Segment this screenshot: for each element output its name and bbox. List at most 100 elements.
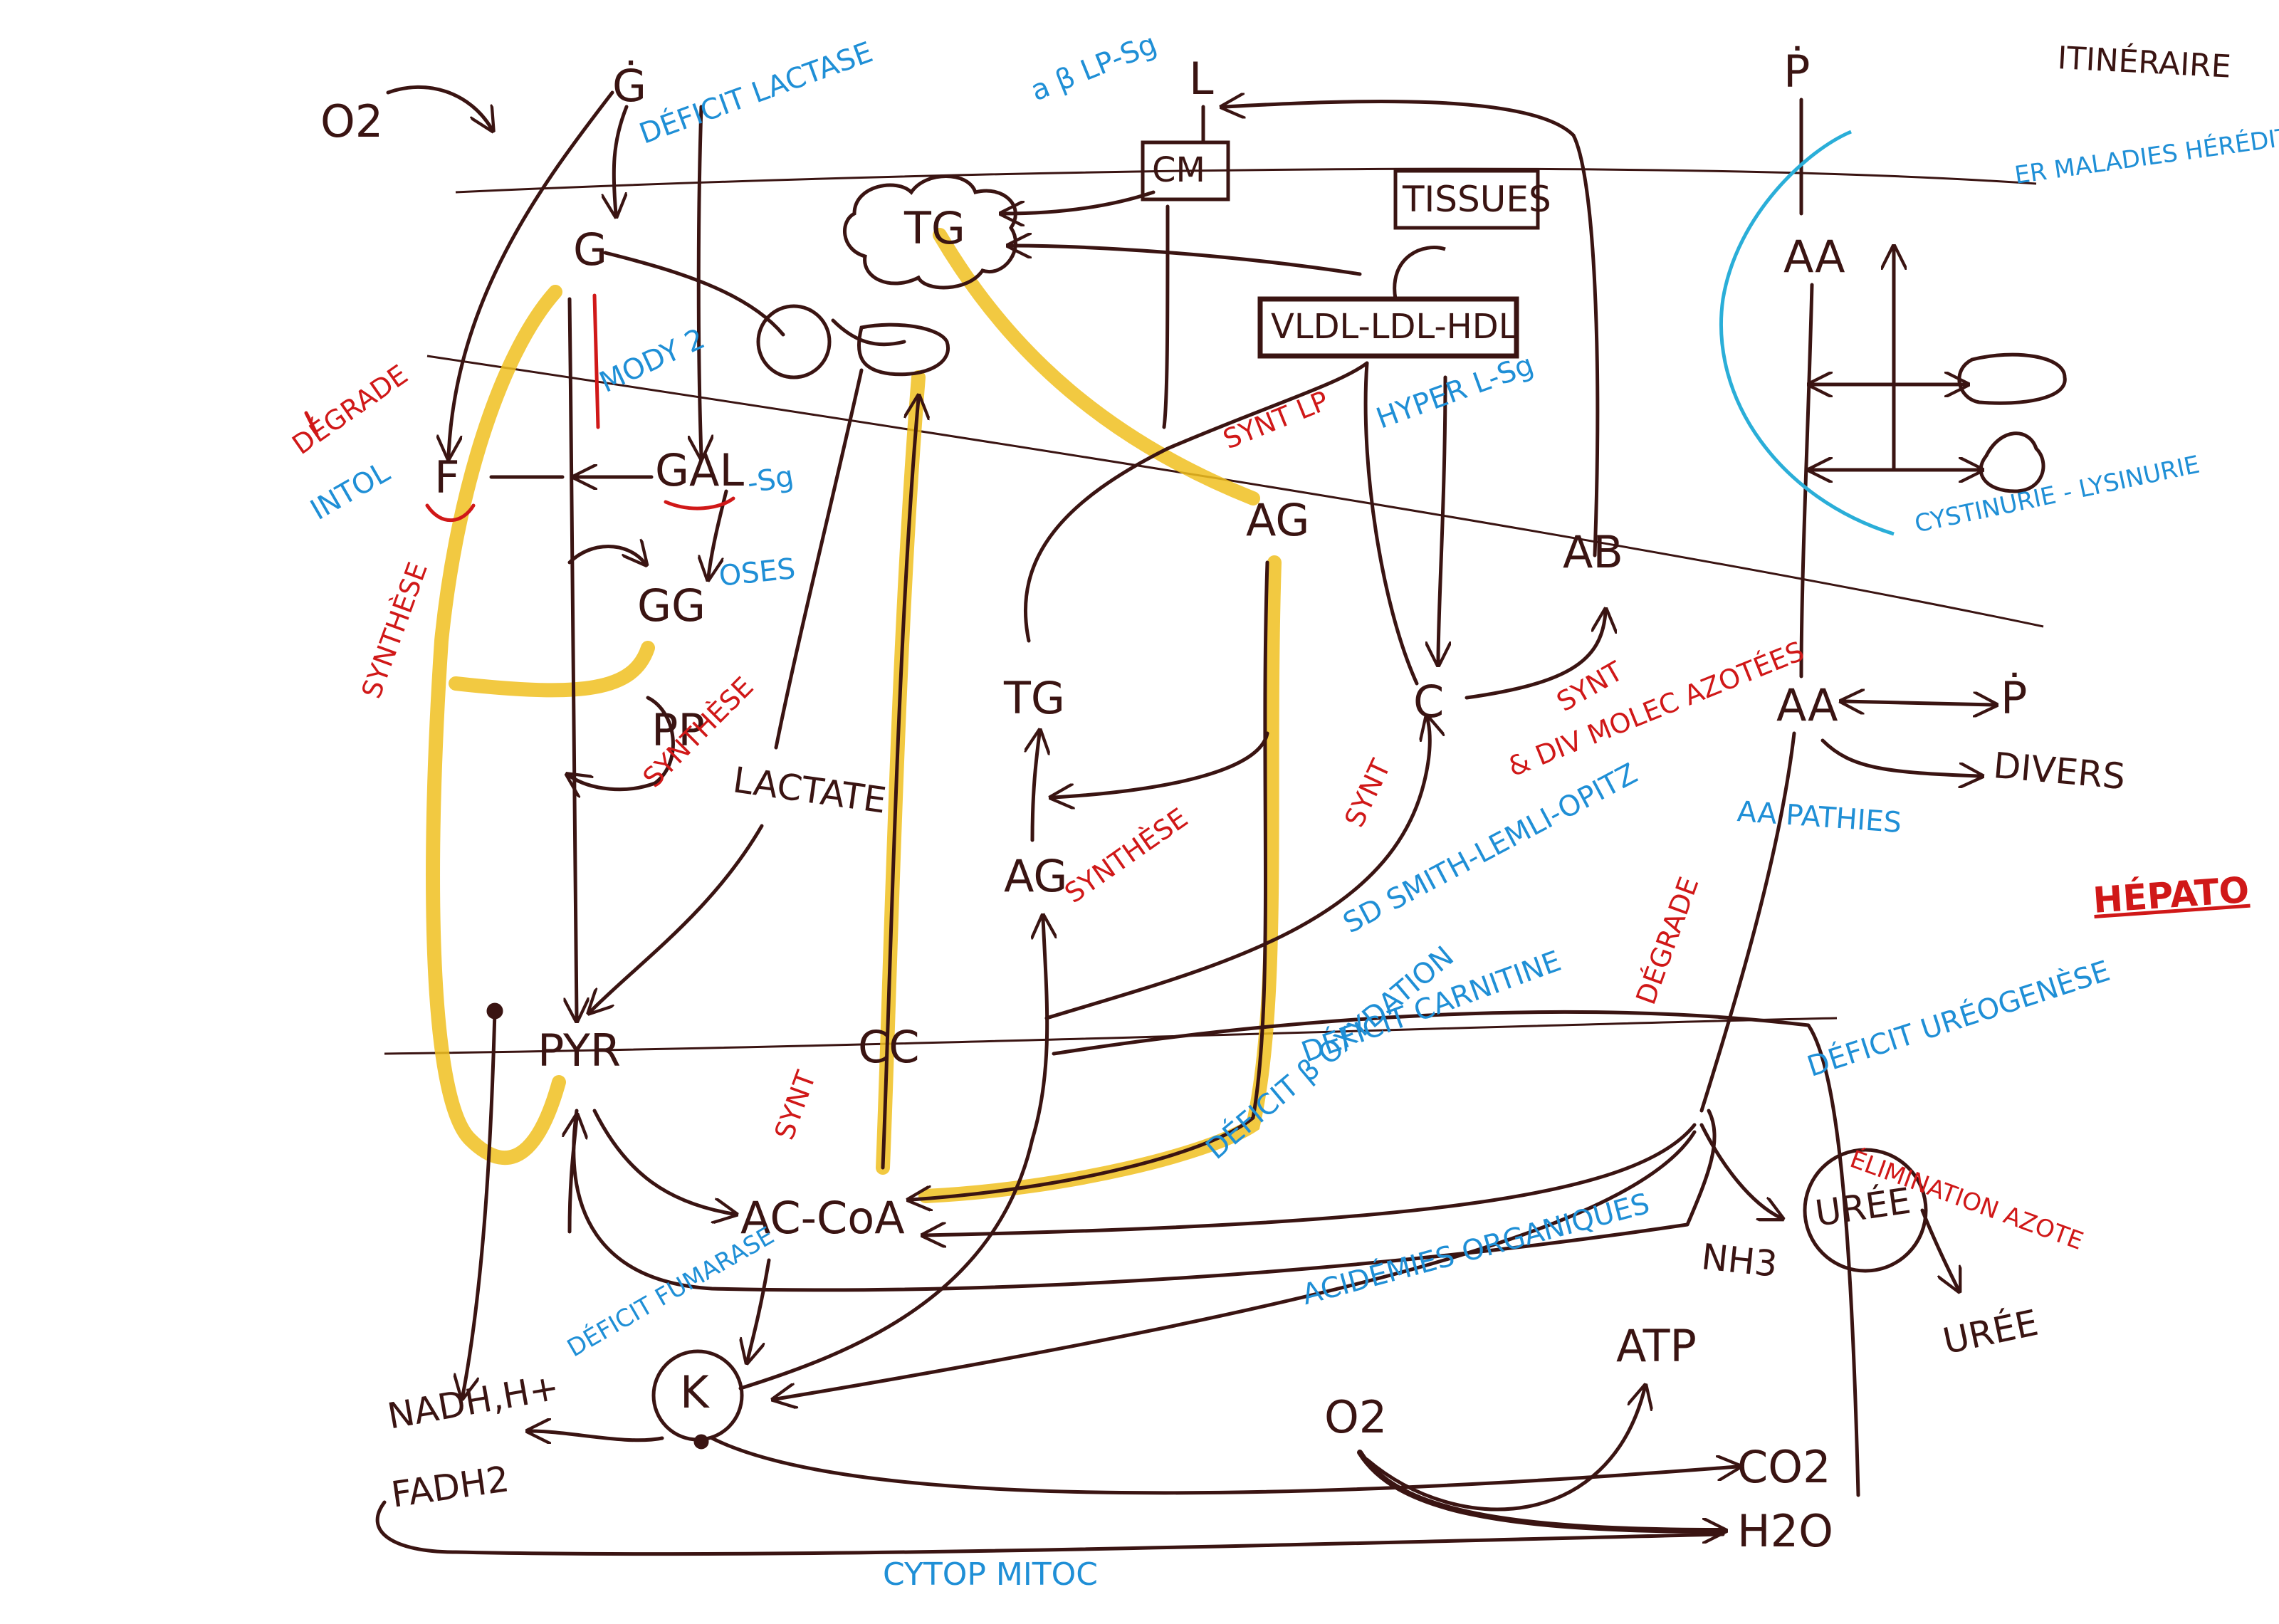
membrane-line-top	[455, 167, 2037, 194]
label-l-top: L	[1189, 53, 1214, 105]
label-p-right: Ṗ	[2001, 672, 2028, 724]
red-marks	[304, 293, 735, 523]
nadh-cycle	[375, 1500, 1725, 1556]
tissues-box	[1393, 169, 1540, 230]
label-lipoproteins: VLDL-LDL-HDL	[1271, 307, 1518, 347]
label-p-top: Ṗ	[1783, 46, 1811, 98]
label-hepato: HÉPATO	[2091, 869, 2251, 921]
tg-cloud	[843, 174, 1017, 290]
label-gg: GG	[637, 580, 706, 632]
label-g: G	[573, 224, 608, 276]
note-gal-sg: -Sg	[745, 460, 797, 501]
lipoprotein-box	[1257, 296, 1519, 359]
vldl-to-c	[1363, 361, 1419, 686]
c-to-ab	[1465, 612, 1605, 700]
label-c: C	[1413, 676, 1445, 728]
gal-to-gg	[708, 489, 728, 577]
label-ag-low: AG	[1004, 850, 1068, 902]
nadh-dot	[486, 1002, 503, 1020]
label-divers: DIVERS	[1991, 745, 2127, 798]
label-pp: PP	[651, 704, 705, 756]
ag-mid-to-tg	[1054, 731, 1269, 797]
vldl-to-c-arrow	[1438, 375, 1445, 662]
ag-low-to-tg	[1032, 733, 1039, 842]
label-cc: CC	[858, 1021, 920, 1073]
o2-to-h2o	[1357, 1450, 1723, 1531]
cell-cluster-right	[1979, 431, 2045, 493]
pyr-to-acoa	[592, 1109, 733, 1214]
aa-top-to-aa-mid	[1799, 283, 1814, 679]
acoa-to-cc	[881, 399, 918, 1170]
cm-to-tg-cloud	[1004, 190, 1156, 214]
pathway-arrows	[375, 85, 1994, 1556]
ab-to-l	[1225, 101, 1600, 557]
label-co2: CO2	[1737, 1441, 1831, 1493]
lactate-path	[774, 368, 864, 750]
note-cytop-mitoc: CYTOP MITOC	[883, 1556, 1099, 1593]
k-dot	[693, 1434, 709, 1450]
acoa-to-c	[1044, 719, 1430, 1020]
label-ab: AB	[1563, 526, 1623, 578]
glycolysis-to-gg	[567, 547, 644, 563]
cm-box	[1141, 140, 1230, 201]
compartment-lines	[384, 167, 2044, 1055]
pyr-to-nadh	[463, 1009, 497, 1395]
label-tg-mid: TG	[1004, 672, 1065, 724]
membrane-line-middle	[426, 355, 2044, 628]
label-cm: CM	[1152, 150, 1205, 190]
vldl-to-tg-cloud	[1011, 246, 1362, 276]
gluconeogenesis-highlight	[426, 285, 566, 1165]
label-f: F	[434, 451, 460, 503]
label-itineraire: ITINÉRAIRE	[2056, 40, 2232, 85]
label-aa-mid: AA	[1776, 679, 1838, 731]
red-mark-degrade	[304, 411, 319, 436]
lactate-to-pyr	[591, 824, 764, 1011]
acoa-back-to-pyr	[570, 1118, 577, 1234]
red-mark-f	[425, 503, 476, 523]
g-top-to-f	[449, 90, 614, 456]
cell-round	[756, 304, 832, 379]
degradation-to-k	[776, 1130, 1697, 1399]
degradation-to-nh3	[1699, 1123, 1780, 1217]
tissues-connector	[1393, 246, 1446, 300]
g-top-to-gal	[698, 105, 701, 456]
o2-arrow	[386, 85, 491, 128]
ag-tg-highlight	[933, 228, 1260, 505]
shapes	[486, 140, 2067, 1450]
pp-loop	[570, 696, 675, 790]
g-to-pyr	[570, 297, 577, 1018]
ag-mid-to-acoa	[911, 560, 1269, 1200]
cell-transporter	[856, 323, 950, 377]
k-to-ag-low	[738, 918, 1047, 1390]
label-tg-cloud: TG	[904, 202, 965, 254]
pyr-to-k-loop	[572, 1109, 1717, 1292]
label-h2o: H2O	[1737, 1505, 1833, 1557]
label-aa-top: AA	[1783, 231, 1845, 283]
transporter-to-tissue	[831, 318, 906, 347]
k-to-co2-h2o	[710, 1436, 1737, 1495]
label-g-top: Ġ	[612, 60, 647, 112]
o2-to-atp	[1365, 1388, 1645, 1512]
acoa-to-k	[748, 1258, 771, 1360]
aa-to-p-right	[1844, 701, 1994, 705]
degradation-to-acoa	[926, 1123, 1697, 1235]
red-mark-gal	[664, 496, 735, 510]
label-tissues: TISSUES	[1403, 179, 1551, 220]
k-to-nadh	[530, 1431, 664, 1440]
cell-oval-right	[1957, 352, 2067, 405]
label-gal: GAL	[655, 444, 744, 496]
label-acoa: AC-CoA	[740, 1192, 905, 1244]
label-o2-right: O2	[1324, 1391, 1388, 1443]
tg-to-lipoproteins	[1024, 361, 1369, 643]
label-ag-mid: AG	[1246, 494, 1310, 546]
label-k: K	[680, 1366, 709, 1418]
gg-synthesis-highlight	[449, 641, 655, 698]
label-nh3: NH3	[1699, 1236, 1780, 1286]
uree-to-output	[1920, 1208, 1958, 1289]
g-top-to-g	[614, 105, 627, 214]
aa-to-degradation	[1699, 731, 1796, 1113]
label-pyr: PYR	[538, 1025, 621, 1076]
label-atp: ATP	[1616, 1320, 1697, 1372]
